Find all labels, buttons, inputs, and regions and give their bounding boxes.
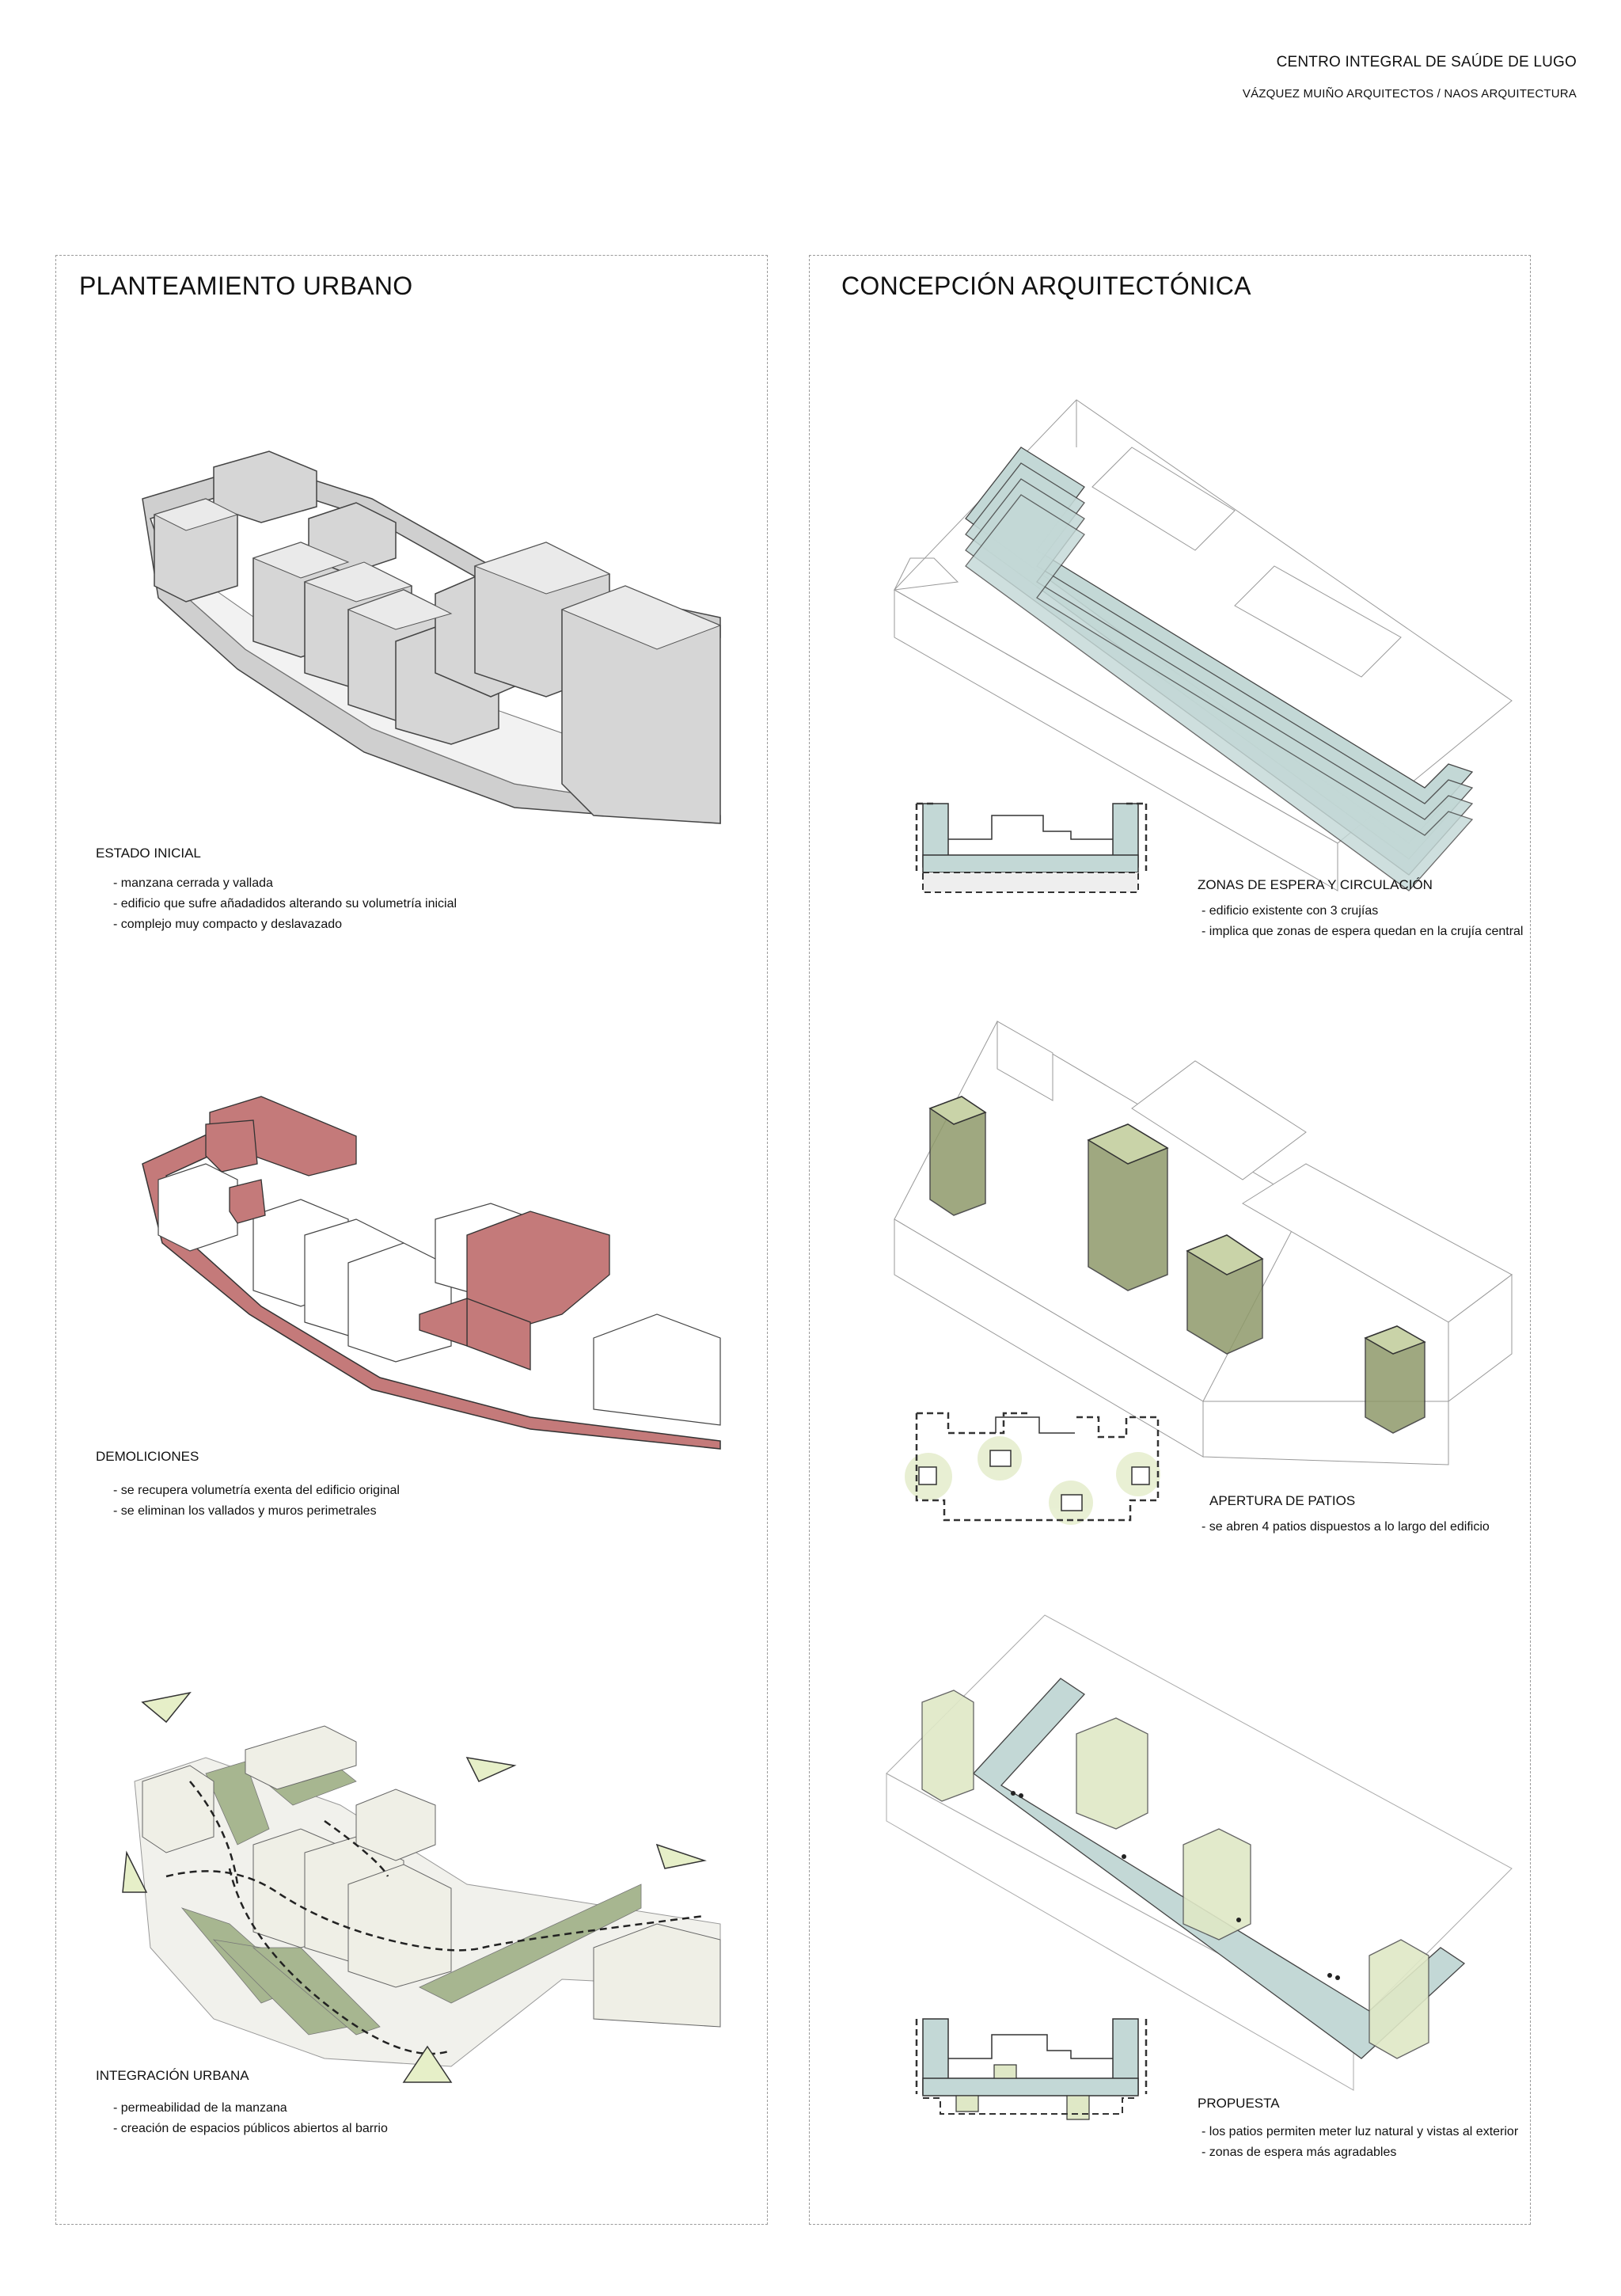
estado-inicial-bullets: - manzana cerrada y vallada - edificio q… [113,873,457,935]
waiting-circulation-axonometry [894,399,1513,891]
estado-inicial-caption: ESTADO INICIAL [96,846,201,861]
bullet: - implica que zonas de espera quedan en … [1202,925,1524,938]
zonas-espera-bullets: - edificio existente con 3 crujías - imp… [1202,901,1523,942]
bullet: - se eliminan los vallados y muros perim… [113,1504,377,1518]
project-authors: VÁZQUEZ MUIÑO ARQUITECTOS / NAOS ARQUITE… [1242,87,1577,101]
left-panel [55,255,768,2225]
waiting-plan [915,802,1148,893]
demoliciones-bullets: - se recupera volumetría exenta del edif… [113,1481,400,1522]
bullet: - manzana cerrada y vallada [113,876,273,890]
propuesta-caption: PROPUESTA [1198,2096,1280,2111]
initial-state-axonometry [142,450,722,824]
left-panel-title: PLANTEAMIENTO URBANO [79,272,413,300]
proposal-axonometry [886,1614,1513,2091]
bullet: - complejo muy compacto y deslavazado [113,918,343,931]
patios-plan [905,1412,1160,1525]
bullet: - se recupera volumetría exenta del edif… [113,1484,400,1497]
proposal-plan [915,2018,1148,2120]
bullet: - creación de espacios públicos abiertos… [113,2122,388,2135]
patios-axonometry [894,1021,1513,1465]
apertura-patios-bullets: - se abren 4 patios dispuestos a lo larg… [1202,1517,1490,1538]
propuesta-bullets: - los patios permiten meter luz natural … [1202,2122,1518,2163]
bullet: - los patios permiten meter luz natural … [1202,2125,1519,2138]
demoliciones-caption: DEMOLICIONES [96,1449,199,1464]
right-panel [809,255,1531,2225]
bullet: - permeabilidad de la manzana [113,2101,287,2115]
apertura-patios-caption: APERTURA DE PATIOS [1209,1493,1356,1508]
integracion-urbana-caption: INTEGRACIÓN URBANA [96,2068,249,2083]
project-title: CENTRO INTEGRAL DE SAÚDE DE LUGO [1276,54,1577,70]
bullet: - edificio que sufre añadadidos alterand… [113,897,457,910]
bullet: - se abren 4 patios dispuestos a lo larg… [1202,1520,1490,1534]
urban-integration-axonometry [122,1691,721,2083]
zonas-espera-caption: ZONAS DE ESPERA Y CIRCULACIÓN [1198,877,1433,892]
bullet: - zonas de espera más agradables [1202,2146,1397,2159]
right-panel-title: CONCEPCIÓN ARQUITECTÓNICA [841,272,1251,300]
demolitions-axonometry [142,1096,721,1450]
bullet: - edificio existente con 3 crujías [1202,904,1379,918]
integracion-urbana-bullets: - permeabilidad de la manzana - creación… [113,2098,388,2139]
